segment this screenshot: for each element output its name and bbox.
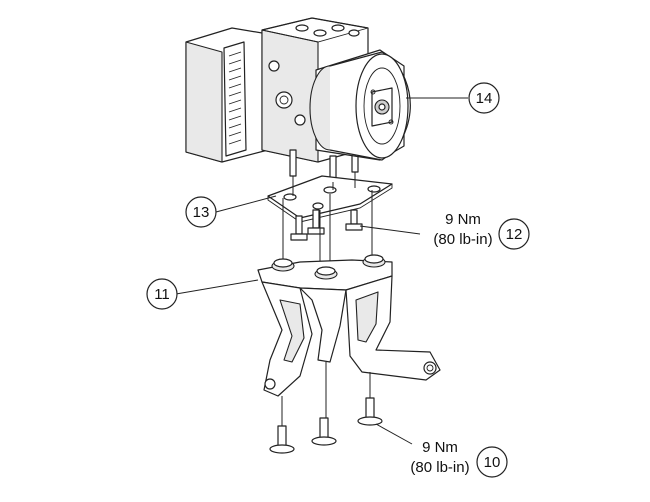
callout-10-label: 10: [484, 454, 501, 471]
bolt-12c: [345, 209, 363, 231]
leader-13: [215, 195, 277, 213]
bolt-10b: [311, 417, 337, 446]
leader-12: [359, 225, 421, 235]
callout-12: 12: [498, 218, 530, 250]
torque-spec-lower: 9 Nm (80 lb-in): [410, 439, 469, 476]
torque-upper-lbin: (80 lb-in): [433, 231, 492, 248]
leader-10: [375, 423, 413, 445]
abs-module-assembly: [185, 17, 411, 183]
callout-12-label: 12: [506, 226, 523, 243]
callout-14: 14: [468, 82, 500, 114]
callout-14-label: 14: [476, 90, 493, 107]
bolt-10c: [357, 397, 383, 426]
callout-10: 10: [476, 446, 508, 478]
bracket-bolts: [269, 397, 383, 454]
bolt-12a: [290, 215, 308, 241]
bolt-10a: [269, 425, 295, 454]
torque-lower-lbin: (80 lb-in): [410, 459, 469, 476]
torque-lower-nm: 9 Nm: [422, 439, 458, 456]
callout-11: 11: [146, 278, 178, 310]
callout-11-label: 11: [154, 286, 170, 303]
isolator-plate-bolts: [290, 209, 363, 241]
torque-spec-upper: 9 Nm (80 lb-in): [433, 211, 492, 248]
callout-13: 13: [185, 196, 217, 228]
callout-13-label: 13: [193, 204, 210, 221]
torque-upper-nm: 9 Nm: [445, 211, 481, 228]
leader-11: [175, 279, 259, 295]
mounting-bracket: [257, 254, 441, 397]
